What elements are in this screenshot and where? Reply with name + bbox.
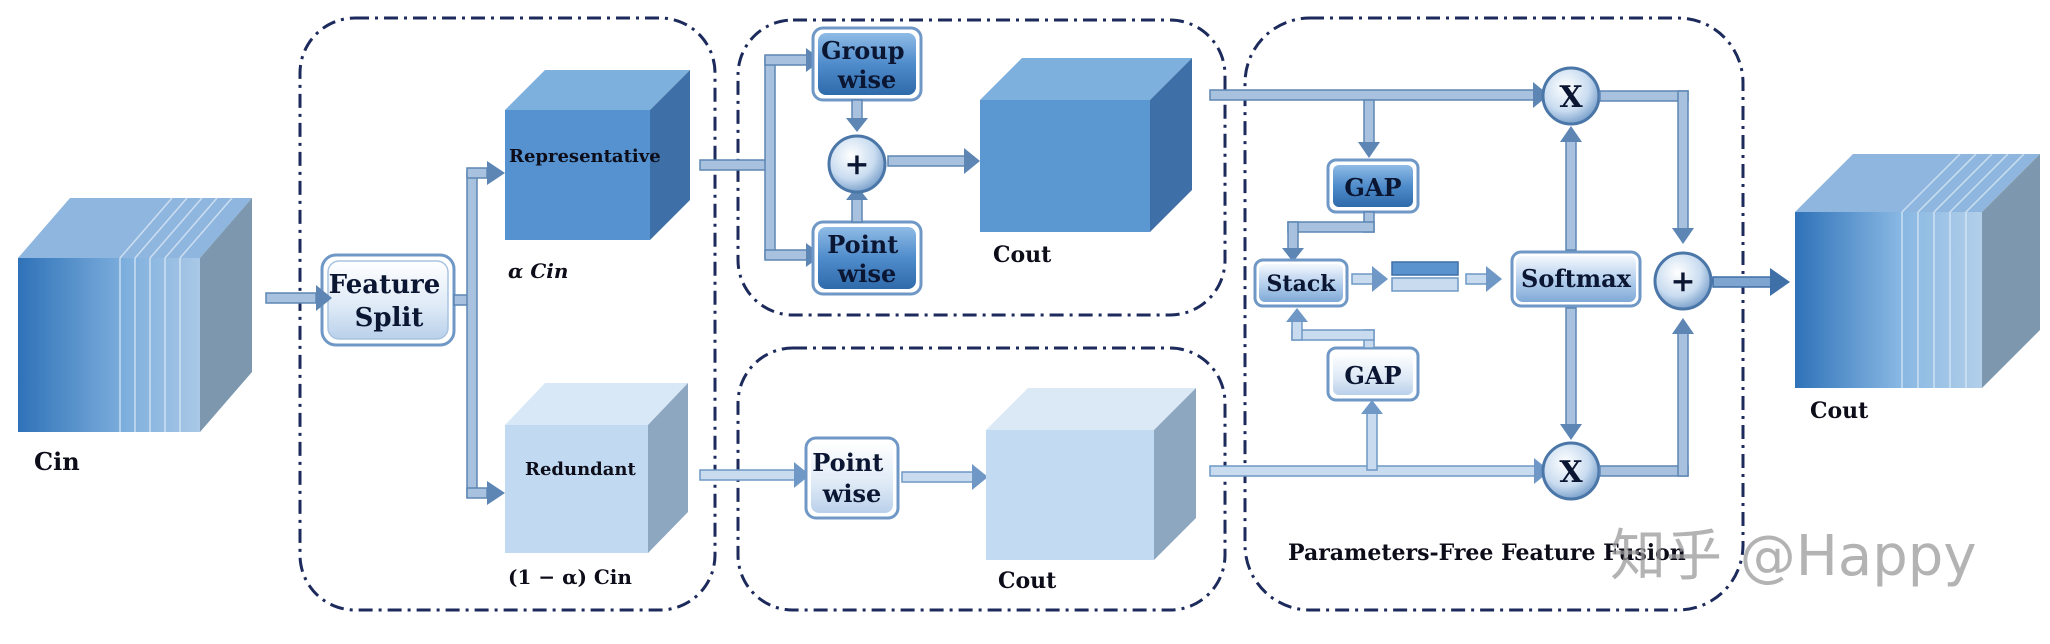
connector-gap-bottom-to-stack <box>1291 317 1375 349</box>
cin-cube <box>18 197 252 432</box>
split-branch-connectors <box>453 167 488 499</box>
arrow-redundant-to-point-wise <box>699 462 810 488</box>
point-wise-top-label-line2: wise <box>837 259 897 288</box>
multiply-operator-top-symbol: X <box>1559 80 1583 115</box>
add-operator-top <box>827 134 887 194</box>
fusion-caption: Parameters-Free Feature Fusion <box>1288 540 1686 566</box>
gap-top-label: GAP <box>1344 173 1401 202</box>
feature-split-box <box>320 253 456 347</box>
multiply-operator-bottom-symbol: X <box>1559 455 1583 490</box>
cout-final-cube <box>1795 153 2040 388</box>
point-wise-bottom-label-line2: wise <box>822 479 882 508</box>
connector-gap-top-to-stack <box>1287 211 1375 253</box>
watermark: 知乎 @Happy <box>1610 524 1976 589</box>
gap-bottom-box <box>1326 346 1420 402</box>
fusion-section-border <box>1243 16 1745 612</box>
point-wise-top-label-line1: Point <box>827 230 898 259</box>
redundant-label: Redundant <box>525 459 637 480</box>
gap-top-box <box>1326 158 1420 214</box>
representative-branch-connectors <box>699 54 811 261</box>
alpha-cin-label: α Cin <box>508 259 568 283</box>
arrow-up-to-add <box>1672 318 1694 334</box>
split-section-border <box>298 16 717 612</box>
cout-bottom-cube <box>986 388 1196 560</box>
fusion-top-path <box>1209 89 1536 146</box>
point-wise-top-box <box>811 220 923 296</box>
add-operator-final-symbol: + <box>1670 264 1695 299</box>
point-wise-bottom-box <box>804 436 900 520</box>
cout-top-cube <box>980 58 1192 232</box>
arrow-to-cout-final <box>1712 268 1790 296</box>
arrow-plus-to-cout-top <box>887 148 980 174</box>
point-wise-bottom-label-line1: Point <box>812 448 883 477</box>
arrow-bar-to-softmax <box>1465 266 1502 292</box>
arrow-stack-to-bar <box>1351 266 1388 292</box>
cout-final-label: Cout <box>1810 398 1869 424</box>
arrow-up-to-gap-bottom <box>1361 400 1383 414</box>
group-wise-label-line1: Group <box>821 36 904 65</box>
arrow-to-redundant <box>487 481 505 505</box>
cout-top-label: Cout <box>993 242 1052 268</box>
arrow-down-to-add <box>1672 228 1694 244</box>
stack-label: Stack <box>1267 271 1337 297</box>
cout-bottom-label: Cout <box>998 568 1057 594</box>
arrow-down-to-multiply-bottom <box>1560 424 1582 440</box>
add-operator-final <box>1653 251 1713 311</box>
arrow-to-gap-top <box>1358 142 1380 158</box>
arrow-to-representative <box>487 161 505 185</box>
representative-section-border <box>736 18 1227 317</box>
softmax-box <box>1510 250 1642 308</box>
multiply-operator-top <box>1541 66 1601 126</box>
arrow-up-to-multiply-top <box>1560 126 1582 142</box>
multiply-operator-bottom <box>1541 441 1601 501</box>
redundant-cube <box>505 383 688 553</box>
feature-split-label-line2: Split <box>355 303 424 333</box>
arrow-up-to-stack <box>1286 308 1308 322</box>
representative-label: Representative <box>509 146 661 167</box>
arrow-to-multiply-top <box>1533 82 1549 108</box>
one-minus-alpha-cin-label: (1 − α) Cin <box>508 565 632 589</box>
arrow-down-to-stack <box>1282 248 1304 262</box>
arrow-down-to-plus <box>846 118 868 132</box>
svg-text:Group wise: Group wise <box>821 36 913 94</box>
arrow-cin-to-split <box>265 285 332 311</box>
stack-box <box>1253 258 1349 308</box>
svg-text:Point wise: Point wise <box>827 230 906 288</box>
representative-cube <box>505 70 690 240</box>
group-wise-box <box>811 26 923 102</box>
cin-label: Cin <box>34 447 80 476</box>
gap-bottom-label: GAP <box>1344 361 1401 390</box>
fusion-bottom-path <box>1209 411 1537 477</box>
svg-text:Point wise: Point wise <box>812 448 891 508</box>
svg-text:Feature Split: Feature Split <box>329 270 450 333</box>
softmax-label: Softmax <box>1521 264 1632 293</box>
add-operator-top-symbol: + <box>844 147 869 182</box>
stacked-attention-bar <box>1391 261 1459 292</box>
arrow-point-wise-to-cout-bottom <box>901 464 988 490</box>
group-wise-label-line2: wise <box>837 65 897 94</box>
feature-split-label-line1: Feature <box>329 270 441 300</box>
